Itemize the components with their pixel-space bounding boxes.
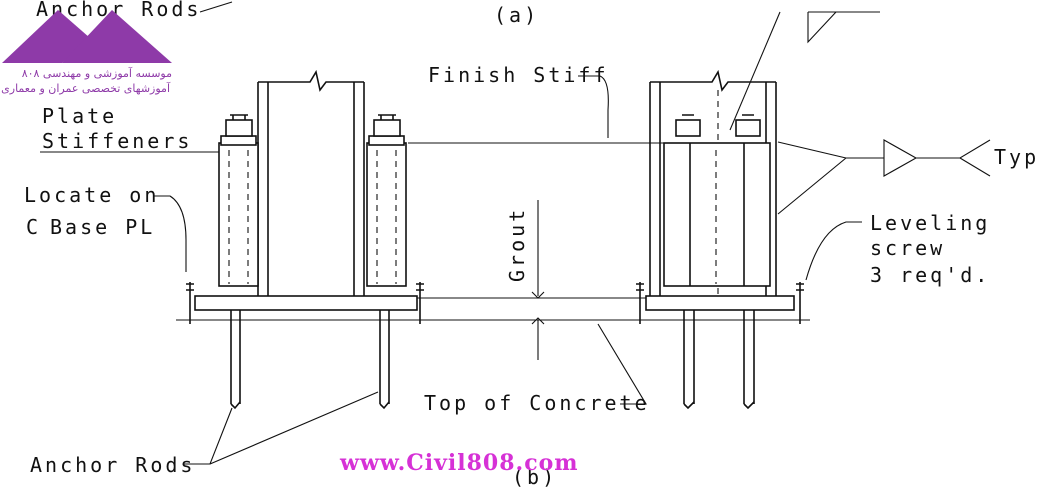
leader-top-of-concrete [597,323,647,405]
leader-weld-top [729,11,781,131]
caption-a: (a) [494,3,539,27]
caption-b: (b) [512,465,557,489]
label-anchor-rods-top: Anchor Rods [36,0,201,21]
right-column-detail [636,69,804,410]
label-screw: screw [870,236,945,260]
leader-leveling [805,221,862,281]
weld-symbol-typ [846,139,991,177]
leader-locate [154,195,187,272]
logo-text-line2: آموزشهای تخصصی عمران و معماری [1,81,171,95]
label-stiffeners: Stiffeners [42,129,192,153]
left-column-detail [186,69,424,410]
weld-symbol-top [807,11,880,44]
label-locate-on: Locate on [24,183,159,207]
label-base-pl: Base PL [50,215,155,239]
label-typ: Typ [994,145,1039,169]
label-top-of-concrete: Top of Concrete [424,391,650,415]
logo-text-line1: موسسه آموزشی و مهندسی ۸۰۸ [22,66,172,80]
label-grout: Grout [505,207,529,282]
leader-anchor-rods-bottom [184,391,379,465]
label-finish-stiff: Finish Stiff [428,63,609,87]
label-plate: Plate [42,104,117,128]
label-leveling: Leveling [870,211,990,235]
label-base-pl-c: C [26,215,41,239]
leader-finish-stiff [578,75,609,138]
label-anchor-rods-bottom: Anchor Rods [30,453,195,477]
grout-dimension [531,200,545,360]
leader-typ [777,141,847,215]
institute-logo [2,10,172,63]
watermark-url: www.Civil808.com [339,450,579,476]
label-req: 3 req'd. [870,263,990,287]
leader-anchor-rods-top [199,1,233,13]
